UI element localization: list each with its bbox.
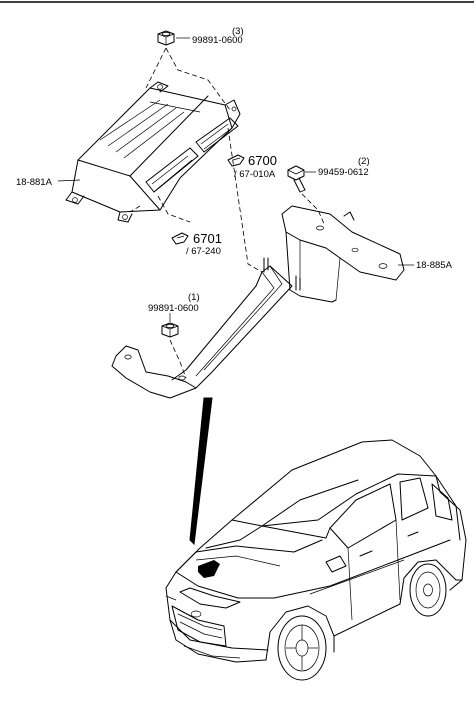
nut-bottom-part-number: 99891-0600 — [148, 303, 199, 314]
ref-6701-number: 6701 — [193, 231, 222, 246]
top-nut — [157, 30, 190, 46]
ecu-location-marker — [198, 560, 220, 578]
bolt-qty: (2) — [358, 156, 370, 167]
bottom-nut — [161, 322, 179, 338]
mounting-bracket — [111, 205, 405, 399]
ref-6700-sub: / 67-010A — [234, 169, 276, 180]
nut-bottom-qty: (1) — [188, 292, 200, 303]
bracket-part-number: 18-885A — [416, 260, 453, 271]
ref-6700-number: 6700 — [248, 153, 277, 168]
location-pointer — [189, 397, 213, 546]
ecu-module — [65, 81, 241, 223]
bolt-part-number: 99459-0612 — [318, 167, 369, 178]
ref-6701-sub: / 67-240 — [186, 246, 221, 257]
nut-top-qty: (3) — [232, 26, 244, 37]
bolt — [287, 165, 316, 193]
nut-top-part-number: 99891-0600 — [192, 35, 243, 46]
connector-6701-icon — [171, 232, 189, 245]
connector-6700-icon — [227, 154, 245, 167]
ecu-part-number: 18-881A — [16, 177, 53, 188]
vehicle-silhouette — [165, 439, 467, 681]
